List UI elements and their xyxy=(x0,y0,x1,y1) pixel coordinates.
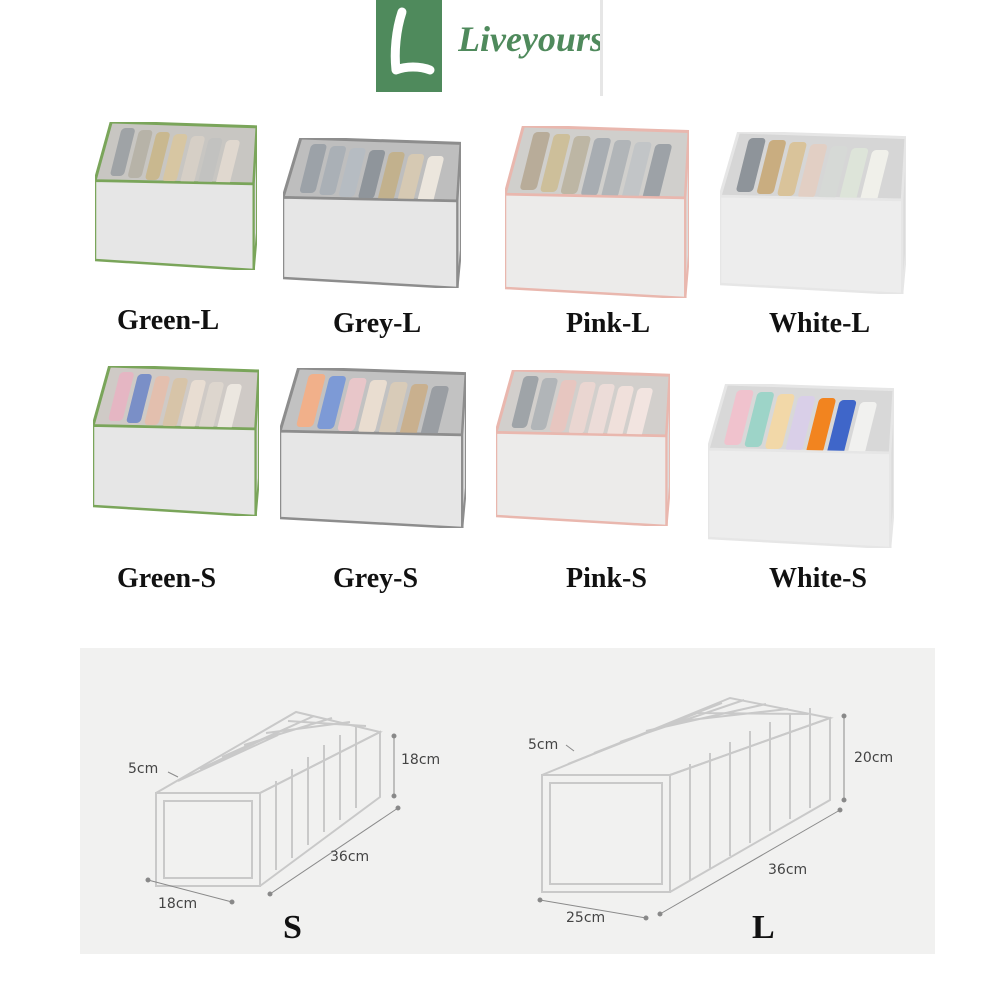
folded-clothing xyxy=(818,146,848,200)
product-box-image xyxy=(91,364,261,521)
storage-box-icon xyxy=(91,364,261,518)
folded-clothing xyxy=(378,382,408,435)
folded-clothing xyxy=(317,376,346,429)
small-size-letter: S xyxy=(283,909,302,946)
brand-logo xyxy=(376,0,442,92)
folded-clothing xyxy=(397,154,425,203)
folded-clothing xyxy=(785,396,815,451)
storage-box-icon xyxy=(93,120,259,272)
product-variant-label: Green-L xyxy=(117,305,220,336)
folded-clothing xyxy=(378,152,405,201)
folded-clothing xyxy=(163,134,188,182)
folded-clothing xyxy=(145,132,170,180)
folded-clothing xyxy=(847,402,877,457)
folded-clothing xyxy=(859,150,889,204)
product-variant-label: Pink-S xyxy=(566,563,647,594)
folded-clothing xyxy=(839,148,869,202)
storage-box-icon xyxy=(503,124,691,300)
large-box-dimension-lines xyxy=(537,713,847,921)
product-box-image xyxy=(280,136,463,293)
folded-clothing xyxy=(765,394,795,449)
product-variant-label: Grey-S xyxy=(333,563,419,594)
product-box-image xyxy=(494,368,672,531)
product-variant-label: Green-S xyxy=(117,563,217,594)
folded-clothing xyxy=(180,380,206,429)
folded-clothing xyxy=(540,134,571,192)
folded-clothing xyxy=(108,372,134,421)
folded-clothing xyxy=(358,150,386,199)
large-depth-label: 5cm xyxy=(528,737,558,753)
folded-clothing xyxy=(420,386,449,439)
folded-clothing xyxy=(337,378,367,431)
folded-clothing xyxy=(724,390,754,445)
folded-clothing xyxy=(625,388,653,440)
small-box-diagram xyxy=(155,710,383,887)
product-variant-label: White-L xyxy=(769,308,871,339)
folded-clothing xyxy=(642,144,672,202)
product-variant-label: Grey-L xyxy=(333,308,422,339)
folded-clothing xyxy=(128,130,153,178)
storage-box-icon xyxy=(278,366,468,530)
small-depth-label: 5cm xyxy=(128,761,158,777)
large-box-diagram xyxy=(541,696,834,893)
large-length-label: 36cm xyxy=(768,862,807,878)
folded-clothing xyxy=(126,374,152,423)
storage-box-icon xyxy=(280,136,463,290)
brand-name: Liveyours xyxy=(458,19,604,59)
folded-clothing xyxy=(530,378,558,430)
folded-clothing xyxy=(198,382,224,431)
folded-clothing xyxy=(606,386,634,438)
folded-clothing xyxy=(197,138,223,186)
storage-box-icon xyxy=(494,368,672,528)
folded-clothing xyxy=(319,146,346,195)
storage-box-icon xyxy=(706,382,896,550)
large-height-label: 20cm xyxy=(854,750,893,766)
folded-clothing xyxy=(587,384,615,436)
folded-clothing xyxy=(162,378,188,427)
small-box-dimension-lines xyxy=(145,733,401,905)
folded-clothing xyxy=(560,136,591,194)
folded-clothing xyxy=(777,142,807,196)
product-variant-label: Pink-L xyxy=(566,308,651,339)
folded-clothing xyxy=(339,148,366,197)
folded-clothing xyxy=(827,400,857,455)
folded-clothing xyxy=(511,376,539,428)
large-size-letter: L xyxy=(752,909,775,946)
small-length-label: 36cm xyxy=(330,849,369,865)
folded-clothing xyxy=(216,384,242,433)
folded-clothing xyxy=(399,384,429,437)
folded-clothing xyxy=(601,140,632,198)
small-width-label: 18cm xyxy=(158,896,197,912)
folded-clothing xyxy=(744,392,774,447)
folded-clothing xyxy=(299,144,327,193)
folded-clothing xyxy=(144,376,170,425)
folded-clothing xyxy=(798,144,827,198)
folded-clothing xyxy=(549,380,577,432)
large-width-label: 25cm xyxy=(566,910,605,926)
folded-clothing xyxy=(520,132,550,190)
small-height-label: 18cm xyxy=(401,752,440,768)
logo-letter-icon xyxy=(390,7,435,75)
product-box-image xyxy=(503,124,691,303)
product-variant-label: White-S xyxy=(769,563,867,594)
folded-clothing xyxy=(621,142,652,200)
folded-clothing xyxy=(757,140,786,194)
folded-clothing xyxy=(215,140,240,188)
folded-clothing xyxy=(736,138,766,192)
folded-clothing xyxy=(358,380,387,433)
folded-clothing xyxy=(568,382,596,434)
folded-clothing xyxy=(417,156,444,205)
product-box-image xyxy=(706,382,896,553)
product-box-image xyxy=(278,366,468,533)
folded-clothing xyxy=(806,398,836,453)
folded-clothing xyxy=(180,136,205,184)
brand-divider xyxy=(600,0,603,96)
product-box-image xyxy=(93,120,259,275)
folded-clothing xyxy=(296,374,326,427)
folded-clothing xyxy=(110,128,135,176)
folded-clothing xyxy=(581,138,611,196)
